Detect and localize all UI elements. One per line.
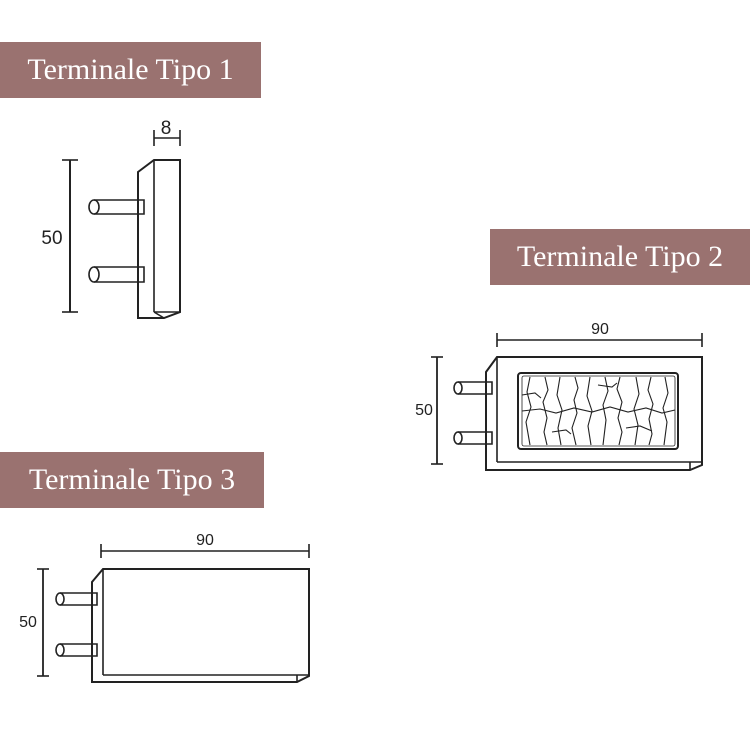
tipo-3-terminal-body xyxy=(91,568,310,683)
tipo-1-pin-upper xyxy=(88,199,145,215)
tipo-3-pin-upper xyxy=(55,592,98,606)
terminale-tipo-2-title: Terminale Tipo 2 xyxy=(490,229,750,285)
terminale-tipo-2-drawing xyxy=(431,333,703,471)
tipo-2-terminal-body xyxy=(485,356,703,471)
tipo-1-height-value: 50 xyxy=(41,228,62,249)
tipo-3-width-value: 90 xyxy=(196,532,214,549)
tipo-1-height-dimension-line xyxy=(62,159,78,313)
tipo-2-pin-upper xyxy=(453,381,493,395)
terminale-tipo-1-drawing xyxy=(62,130,181,319)
tipo-1-terminal-body xyxy=(137,159,181,319)
tipo-1-depth-dimension-line xyxy=(153,130,181,146)
tipo-2-height-value: 50 xyxy=(415,402,433,419)
tipo-2-pin-lower xyxy=(453,431,493,445)
tipo-3-height-value: 50 xyxy=(19,614,37,631)
tipo-3-width-dimension-line xyxy=(100,544,310,558)
terminale-tipo-3-title: Terminale Tipo 3 xyxy=(0,452,264,508)
tipo-1-depth-value: 8 xyxy=(161,118,172,139)
terminale-tipo-3-drawing xyxy=(37,544,310,683)
tipo-2-textured-inlay xyxy=(517,372,679,450)
tipo-3-height-dimension-line xyxy=(37,568,49,677)
terminale-tipo-1-title: Terminale Tipo 1 xyxy=(0,42,261,98)
tipo-2-width-value: 90 xyxy=(591,321,609,338)
tipo-2-width-dimension-line xyxy=(496,333,703,347)
tipo-3-pin-lower xyxy=(55,643,98,657)
tipo-2-height-dimension-line xyxy=(431,356,443,465)
tipo-1-pin-lower xyxy=(88,266,145,283)
